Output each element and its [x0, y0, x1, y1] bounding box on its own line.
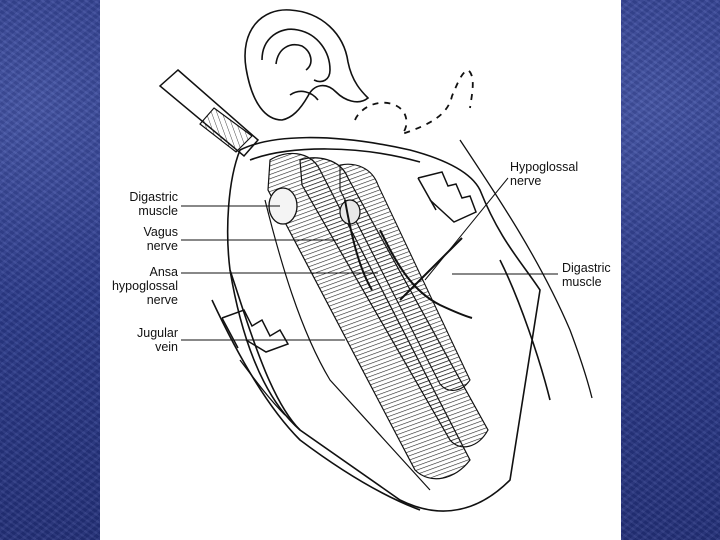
muscle-strands — [264, 152, 489, 491]
wound-outline — [211, 136, 551, 512]
retractor-bottom-left — [221, 309, 290, 353]
dashed-outline — [354, 68, 474, 135]
right-background-panel — [621, 0, 720, 540]
illustration-canvas: Digastric muscle Vagus nerve Ansa hypogl… — [100, 0, 621, 540]
label-ansa-hypoglossal-nerve: Ansa hypoglossal nerve — [111, 265, 178, 307]
label-vagus-nerve: Vagus nerve — [143, 225, 178, 253]
leader-lines — [181, 177, 558, 341]
neck-dissection-illustration — [158, 9, 593, 512]
retractor-handle — [158, 69, 260, 158]
digastric-muscle-mid — [339, 199, 361, 225]
label-digastric-muscle-left: Digastric muscle — [129, 190, 178, 218]
nerves — [344, 199, 473, 319]
left-background-panel — [0, 0, 100, 540]
label-digastric-muscle-right: Digastric muscle — [562, 261, 611, 289]
ear-drawing — [244, 9, 370, 121]
label-jugular-vein: Jugular vein — [137, 326, 178, 354]
label-hypoglossal-nerve: Hypoglossal nerve — [510, 160, 579, 188]
neck-contours — [239, 139, 593, 416]
retractor-upper-right — [417, 171, 477, 223]
